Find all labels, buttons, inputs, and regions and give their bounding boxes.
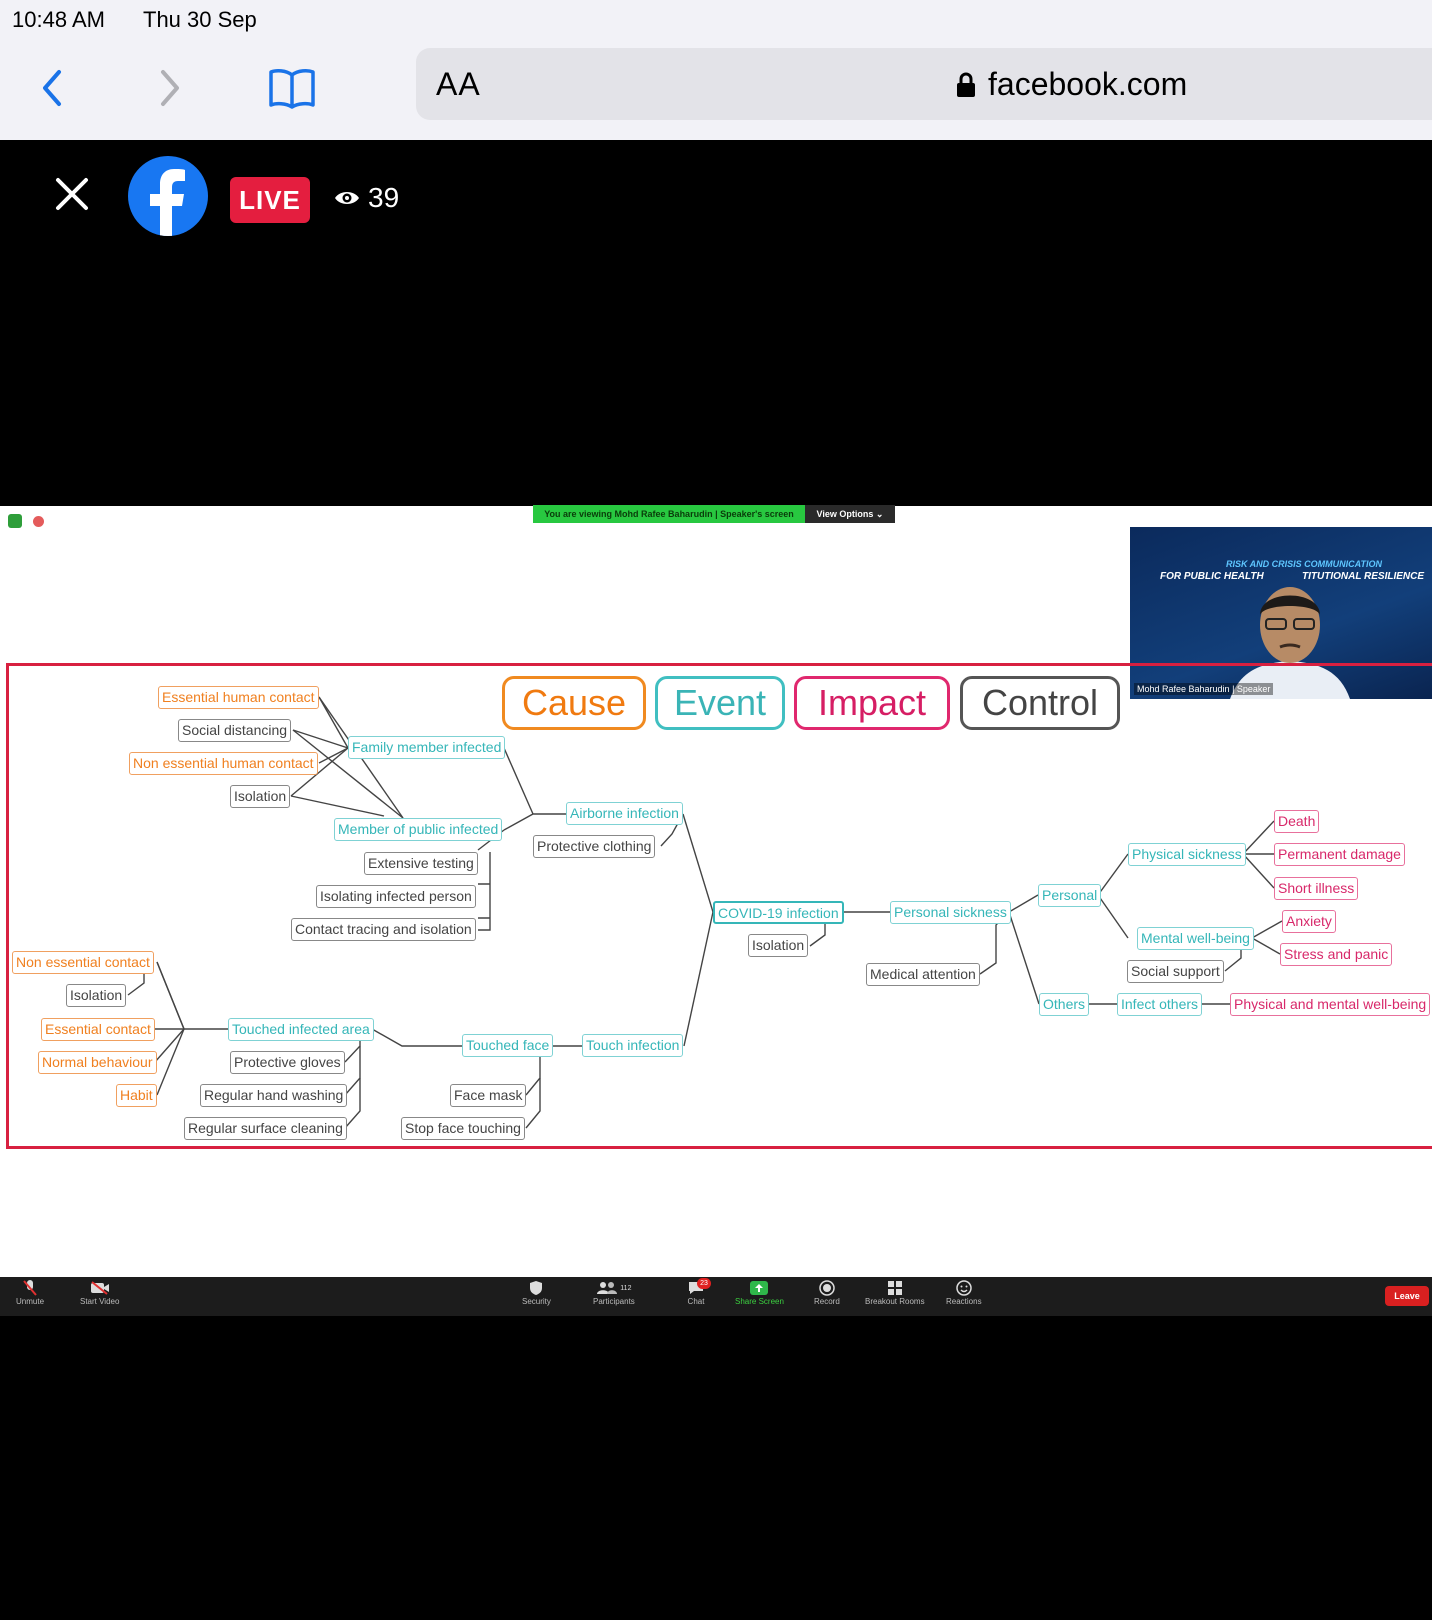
node-normal-behaviour: Normal behaviour [38,1051,157,1074]
bowtie-diagram-frame [6,663,1432,1149]
node-face-mask: Face mask [450,1084,527,1107]
facebook-logo [128,156,208,236]
node-member-public-infected: Member of public infected [334,818,503,841]
node-medical-attention: Medical attention [866,963,980,986]
node-mental-wellbeing: Mental well-being [1137,927,1254,950]
record-button[interactable]: Record [814,1279,840,1306]
node-regular-surface-cleaning: Regular surface cleaning [184,1117,347,1140]
slide-title-line3: TITUTIONAL RESILIENCE [1302,571,1425,582]
node-personal-sickness: Personal sickness [890,901,1011,924]
breakout-rooms-button[interactable]: Breakout Rooms [865,1279,925,1306]
node-regular-hand-washing: Regular hand washing [200,1084,348,1107]
legend-cause: Cause [502,676,646,730]
legend-impact: Impact [794,676,950,730]
node-stop-face-touching: Stop face touching [401,1117,525,1140]
status-bar: 10:48 AM Thu 30 Sep [0,0,1432,40]
browser-toolbar: AA facebook.com [0,40,1432,141]
node-physical-mental-wellbeing: Physical and mental well-being [1230,993,1431,1016]
leave-button[interactable]: Leave [1385,1286,1429,1306]
reactions-icon [954,1279,974,1297]
viewer-count: 39 [334,182,399,214]
node-infect-others: Infect others [1117,993,1203,1016]
node-social-support: Social support [1127,960,1224,983]
node-contact-tracing: Contact tracing and isolation [291,918,476,941]
speaker-person-figure [1230,587,1350,699]
participants-button[interactable]: 112 Participants [593,1279,635,1306]
slide-title-line2: FOR PUBLIC HEALTH [1160,571,1264,582]
live-badge: LIVE [230,177,310,223]
recording-icon [33,516,44,527]
node-airborne-infection: Airborne infection [566,802,683,825]
node-non-essential-contact: Non essential contact [12,951,154,974]
node-isolating-infected-person: Isolating infected person [316,885,476,908]
node-permanent-damage: Permanent damage [1274,843,1405,866]
reactions-button[interactable]: Reactions [946,1279,982,1306]
node-touch-infection: Touch infection [582,1034,684,1057]
address-bar[interactable]: AA facebook.com [416,48,1432,120]
eye-icon [335,192,359,204]
node-covid-infection: COVID-19 infection [713,901,844,924]
node-stress-panic: Stress and panic [1280,943,1393,966]
record-icon [817,1279,837,1297]
node-protective-gloves: Protective gloves [230,1051,345,1074]
close-icon[interactable] [52,174,92,214]
node-essential-human-contact: Essential human contact [158,686,319,709]
node-isolation-c: Isolation [66,984,127,1007]
legend-control: Control [960,676,1120,730]
node-anxiety: Anxiety [1282,910,1336,933]
view-options-button[interactable]: View Options ⌄ [805,505,895,523]
node-social-distancing: Social distancing [178,719,292,742]
node-extensive-testing: Extensive testing [364,852,478,875]
reader-aa-button[interactable]: AA [436,66,481,102]
node-touched-infected-area: Touched infected area [228,1018,374,1041]
viewing-banner: You are viewing Mohd Rafee Baharudin | S… [533,505,805,523]
facebook-live-header [0,140,1432,505]
forward-icon[interactable] [146,64,194,112]
security-button[interactable]: Security [522,1279,551,1306]
slide-title-line1: RISK AND CRISIS COMMUNICATION [1226,559,1382,569]
node-isolation-a: Isolation [230,785,291,808]
node-physical-sickness: Physical sickness [1128,843,1246,866]
video-off-icon [90,1279,110,1297]
url-host: facebook.com [956,66,1187,103]
node-essential-contact: Essential contact [41,1018,155,1041]
viewer-count-text: 39 [368,182,400,213]
node-family-member-infected: Family member infected [348,736,506,759]
host-text: facebook.com [988,66,1188,102]
back-icon[interactable] [28,64,76,112]
breakout-rooms-icon [885,1279,905,1297]
speaker-name-label: Mohd Rafee Baharudin | Speaker [1134,683,1274,695]
participants-icon: 112 [594,1279,634,1297]
node-isolation-b: Isolation [748,934,809,957]
start-video-button[interactable]: Start Video [80,1279,119,1306]
node-protective-clothing: Protective clothing [533,835,656,858]
status-time: 10:48 AM [12,7,105,32]
node-non-essential-human-contact: Non essential human contact [129,752,318,775]
node-touched-face: Touched face [462,1034,554,1057]
chat-unread-badge: 23 [697,1278,711,1289]
muted-mic-icon [20,1279,40,1297]
node-personal: Personal [1038,884,1102,907]
lock-icon [957,72,975,97]
security-shield-icon [8,514,22,528]
zoom-meeting-toolbar: Unmute Start Video Security 112 Particip… [0,1277,1432,1316]
security-icon [526,1279,546,1297]
node-death: Death [1274,810,1320,833]
status-date: Thu 30 Sep [143,7,257,32]
share-screen-icon [749,1279,769,1297]
speaker-video-thumbnail: RISK AND CRISIS COMMUNICATION FOR PUBLIC… [1130,527,1432,699]
share-screen-button[interactable]: Share Screen [735,1279,784,1306]
bookmarks-icon[interactable] [268,64,316,112]
node-short-illness: Short illness [1274,877,1359,900]
node-others: Others [1039,993,1090,1016]
node-habit: Habit [116,1084,157,1107]
legend-event: Event [655,676,785,730]
unmute-button[interactable]: Unmute [16,1279,44,1306]
